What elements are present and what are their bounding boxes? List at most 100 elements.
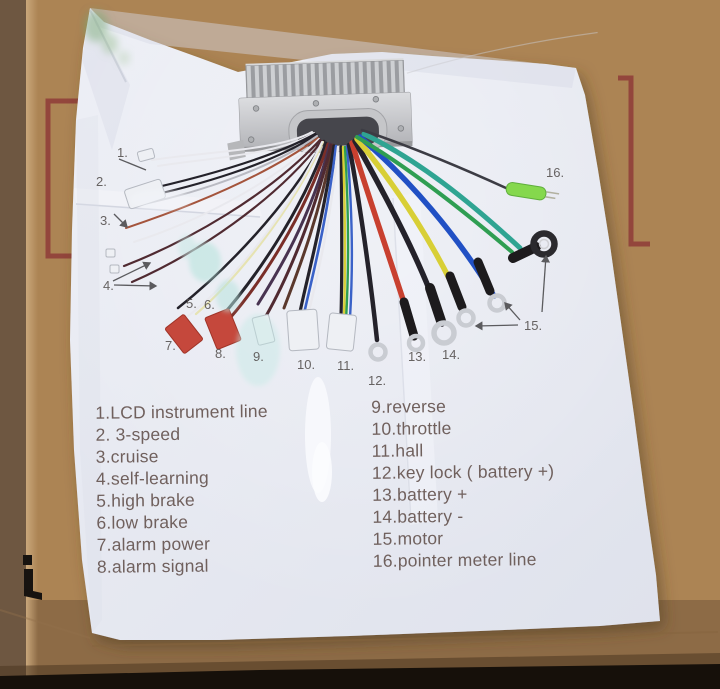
wire-1b bbox=[157, 132, 315, 167]
label-2: 2. bbox=[96, 174, 107, 189]
ring-terminal-13 bbox=[406, 333, 426, 353]
bullet-pin-a bbox=[546, 191, 560, 195]
ring-terminal-motor-a bbox=[456, 308, 476, 328]
sleeve-yellow bbox=[445, 271, 467, 312]
arrow-4b bbox=[113, 281, 158, 291]
cardboard-crease-left bbox=[0, 609, 91, 639]
connector-10-block bbox=[286, 308, 320, 352]
wire-5b bbox=[187, 141, 323, 317]
thin-stray-wire bbox=[406, 31, 598, 74]
wire-3b bbox=[133, 138, 320, 243]
legend-item-9: 9.reverse bbox=[371, 396, 446, 417]
wire-4b bbox=[130, 139, 324, 284]
ring-terminal-motor-c-hole bbox=[538, 238, 550, 250]
label-5: 5. bbox=[186, 296, 197, 311]
wire-9b bbox=[341, 145, 347, 320]
wire-4a bbox=[122, 138, 322, 268]
arrow-1 bbox=[118, 158, 147, 171]
connector-8-red bbox=[204, 308, 242, 350]
legend-item-5: 5.high brake bbox=[96, 490, 195, 511]
label-arrows bbox=[112, 158, 551, 331]
legend-item-13: 13.battery + bbox=[372, 484, 468, 505]
legend-left-column: 1.LCD instrument line 2. 3-speed 3.cruis… bbox=[95, 401, 268, 577]
wire-8c bbox=[306, 145, 340, 318]
wire-1a bbox=[151, 131, 313, 161]
label-8: 8. bbox=[215, 346, 226, 361]
label-7: 7. bbox=[165, 338, 176, 353]
wire-8a bbox=[298, 144, 336, 314]
wire-9a bbox=[339, 145, 344, 318]
legend-item-12: 12.key lock ( battery +) bbox=[372, 461, 555, 483]
label-9: 9. bbox=[253, 349, 264, 364]
legend-right-column: 9.reverse 10.throttle 11.hall 12.key loc… bbox=[371, 396, 555, 571]
label-13: 13. bbox=[408, 349, 426, 364]
wire-16 bbox=[360, 128, 508, 190]
bottom-dark-edge bbox=[0, 664, 720, 689]
ring-terminal-motor-c bbox=[530, 230, 558, 258]
label-10: 10. bbox=[297, 357, 315, 372]
bullet-pin-b bbox=[545, 196, 556, 200]
wire-8b bbox=[302, 144, 338, 316]
label-16: 16. bbox=[546, 165, 564, 180]
connector-3a bbox=[105, 248, 116, 258]
legend-item-2: 2. 3-speed bbox=[95, 424, 180, 445]
legend-item-7: 7.alarm power bbox=[97, 534, 211, 555]
legend-item-14: 14.battery - bbox=[372, 506, 463, 527]
label-3: 3. bbox=[100, 213, 111, 228]
legend: 1.LCD instrument line 2. 3-speed 3.cruis… bbox=[95, 396, 555, 577]
wire-filler-c bbox=[282, 143, 335, 310]
wire-number-labels: 1. 2. 3. 4. 5. 6. 7. 8. 9. 10. 11. 12. 1… bbox=[96, 145, 564, 388]
wire-filler-b bbox=[256, 142, 332, 306]
label-15: 15. bbox=[524, 318, 542, 333]
wire-15-teal bbox=[361, 131, 523, 251]
wire-7 bbox=[264, 143, 333, 318]
wire-6b bbox=[228, 142, 330, 320]
connector-11-block bbox=[325, 312, 358, 352]
wire-9d bbox=[345, 144, 354, 320]
wire-15-green bbox=[355, 135, 514, 254]
arrow-15c bbox=[474, 321, 519, 331]
cardboard-crease bbox=[91, 631, 719, 647]
bullet-connector-16 bbox=[505, 182, 560, 201]
legend-item-16: 16.pointer meter line bbox=[373, 549, 537, 571]
ring-terminal-12 bbox=[368, 342, 388, 362]
sleeve-red bbox=[399, 297, 419, 341]
wire-10-ring12 bbox=[346, 142, 380, 343]
wire-9c bbox=[343, 145, 350, 322]
glare-sparkles bbox=[130, 190, 280, 386]
label-4: 4. bbox=[103, 278, 114, 293]
controller-screws bbox=[247, 96, 405, 143]
connector-1 bbox=[136, 148, 156, 162]
legend-item-11: 11.hall bbox=[372, 440, 424, 461]
label-11: 11. bbox=[337, 358, 354, 373]
printed-red-frame-left bbox=[45, 98, 82, 259]
arrow-15a bbox=[540, 254, 551, 313]
paper-sheet bbox=[70, 8, 660, 640]
arrow-15b bbox=[504, 302, 521, 321]
connector-7-red bbox=[165, 314, 203, 354]
wire-3a bbox=[125, 137, 319, 229]
printed-red-frame-right bbox=[618, 75, 650, 247]
sleeve-black bbox=[425, 283, 446, 326]
legend-item-8: 8.alarm signal bbox=[97, 556, 209, 577]
box-bottom-shading bbox=[0, 609, 720, 689]
legend-item-1: 1.LCD instrument line bbox=[95, 401, 268, 423]
cardboard-print-glyph bbox=[23, 555, 42, 600]
cardboard-left-edge bbox=[0, 0, 26, 689]
wire-5 bbox=[194, 140, 325, 316]
paper-sheen bbox=[70, 8, 660, 640]
legend-item-3: 3.cruise bbox=[96, 446, 159, 467]
legend-item-15: 15.motor bbox=[373, 528, 444, 549]
label-1: 1. bbox=[117, 145, 128, 160]
label-6: 6. bbox=[204, 297, 215, 312]
connector-3b bbox=[109, 264, 120, 274]
legend-item-6: 6.low brake bbox=[96, 512, 188, 533]
green-smudge bbox=[84, 10, 130, 65]
ring-terminal-14 bbox=[431, 320, 457, 346]
legend-item-4: 4.self-learning bbox=[96, 468, 209, 489]
legend-item-10: 10.throttle bbox=[371, 418, 451, 439]
sleeve-blue bbox=[473, 257, 495, 296]
arrow-3 bbox=[113, 213, 128, 228]
